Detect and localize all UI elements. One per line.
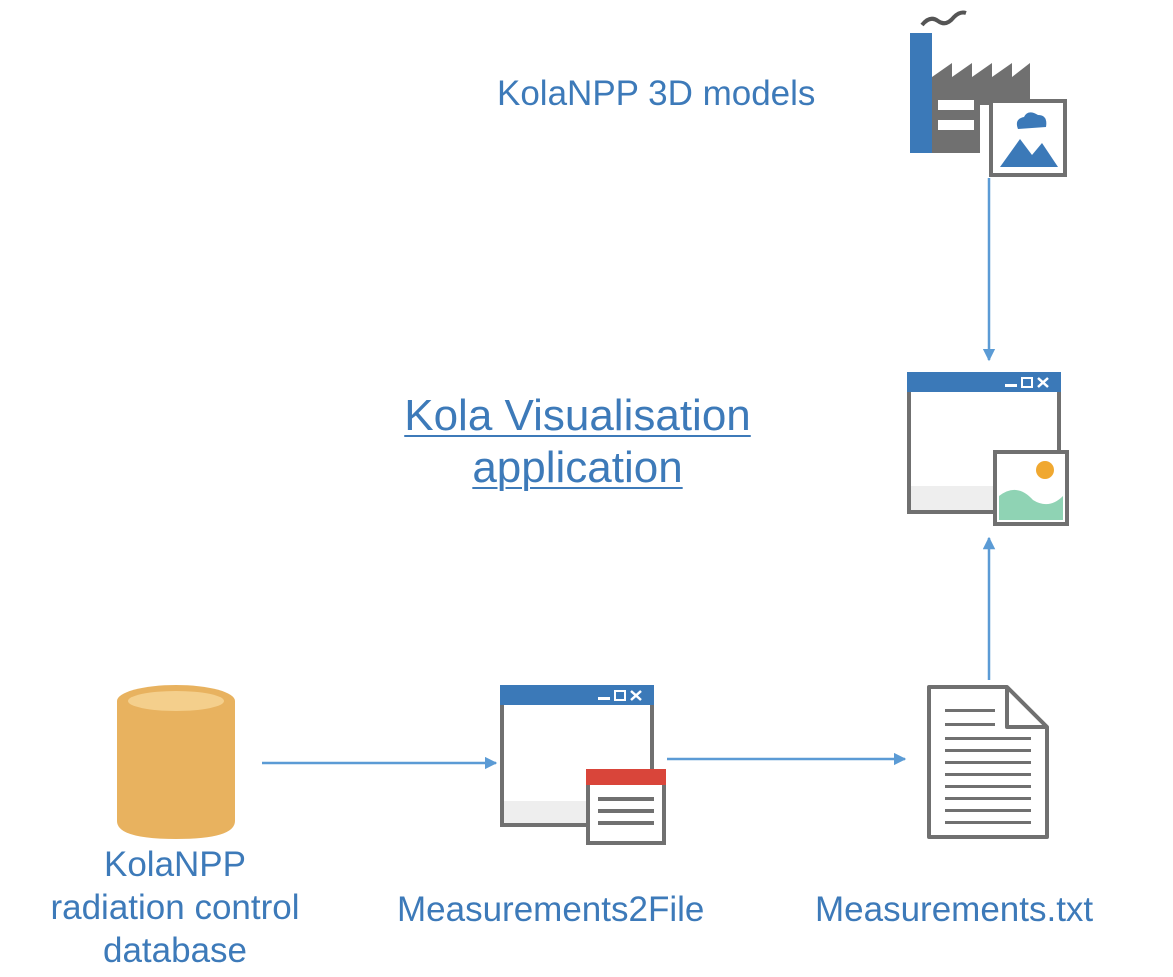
page-title[interactable]: Kola Visualisation application (330, 390, 825, 494)
database-label-line-2: radiation control (50, 888, 300, 927)
database-label-line-3: database (102, 931, 248, 970)
title-line-2[interactable]: application (472, 443, 683, 492)
database-label-line-1: KolaNPP (103, 845, 247, 884)
m2f-label: Measurements2File (397, 890, 705, 929)
factory-image-icon (910, 10, 1067, 177)
database-label: KolaNPP radiation control database (0, 843, 350, 972)
title-line-1[interactable]: Kola Visualisation (404, 391, 751, 440)
models-label: KolaNPP 3D models (497, 74, 816, 113)
application-form-window-icon (500, 685, 666, 845)
database-icon (117, 685, 235, 839)
text-document-icon (927, 685, 1049, 839)
application-image-window-icon (907, 372, 1069, 526)
txt-label: Measurements.txt (815, 890, 1094, 929)
